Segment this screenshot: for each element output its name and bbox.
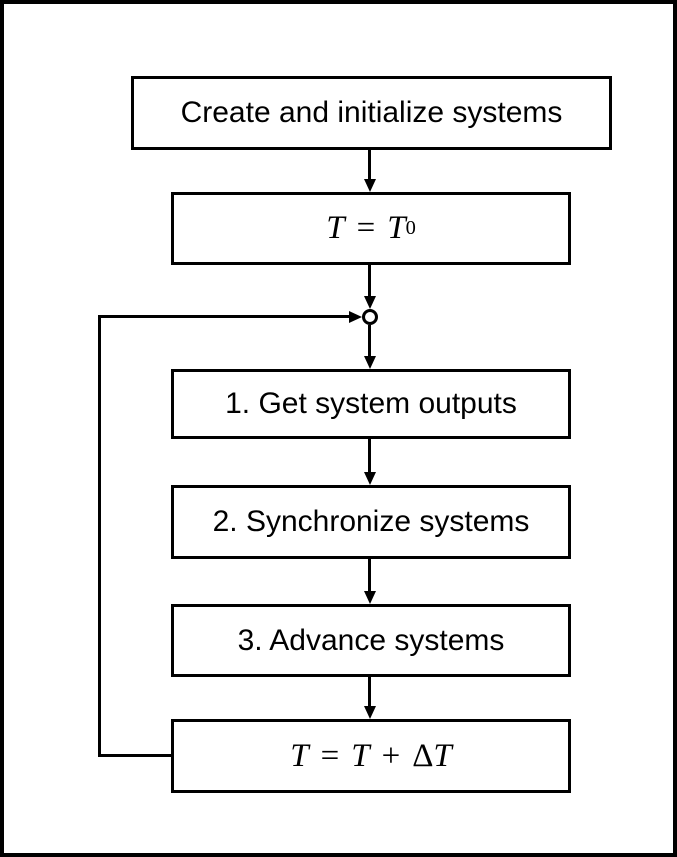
- settime-rhs-subscript: 0: [405, 217, 416, 240]
- connector-junction-to-step1-line: [368, 325, 371, 357]
- node-get-outputs-label: 1. Get system outputs: [225, 387, 517, 420]
- node-create-systems: Create and initialize systems: [131, 76, 612, 150]
- inctime-equals: =: [320, 737, 340, 774]
- connector-step2-to-step3-line: [368, 559, 371, 592]
- loop-arrowhead-icon: [349, 311, 362, 323]
- node-create-systems-label: Create and initialize systems: [180, 96, 563, 129]
- loop-line-top: [98, 315, 349, 318]
- connector-step1-to-step2-arrowhead-icon: [364, 472, 376, 485]
- connector-settime-to-junction-arrowhead-icon: [364, 296, 376, 309]
- connector-create-to-settime-arrowhead-icon: [364, 179, 376, 192]
- node-synchronize-label: 2. Synchronize systems: [212, 505, 530, 538]
- connector-step3-to-inctime-arrowhead-icon: [364, 706, 376, 719]
- connector-junction-to-step1-arrowhead-icon: [364, 356, 376, 369]
- node-advance-label: 3. Advance systems: [237, 623, 505, 657]
- connector-step2-to-step3-arrowhead-icon: [364, 591, 376, 604]
- node-get-outputs: 1. Get system outputs: [171, 369, 571, 439]
- loop-line-bottom: [98, 754, 174, 757]
- junction-circle-icon: [362, 309, 378, 325]
- inctime-term1: T: [351, 737, 370, 774]
- inctime-lhs: T: [290, 737, 309, 774]
- settime-equals: =: [356, 210, 376, 246]
- connector-create-to-settime-line: [368, 149, 371, 182]
- node-synchronize: 2. Synchronize systems: [171, 485, 571, 559]
- connector-step3-to-inctime-line: [368, 677, 371, 708]
- connector-step1-to-step2-line: [368, 439, 371, 473]
- settime-lhs: T: [326, 210, 345, 246]
- inctime-delta: Δ: [412, 737, 434, 774]
- inctime-term2: T: [433, 737, 452, 774]
- node-advance: 3. Advance systems: [171, 604, 571, 677]
- inctime-plus: +: [381, 737, 401, 774]
- settime-rhs: T: [387, 210, 406, 246]
- loop-line-left: [98, 315, 101, 756]
- connector-settime-to-junction-line: [368, 265, 371, 298]
